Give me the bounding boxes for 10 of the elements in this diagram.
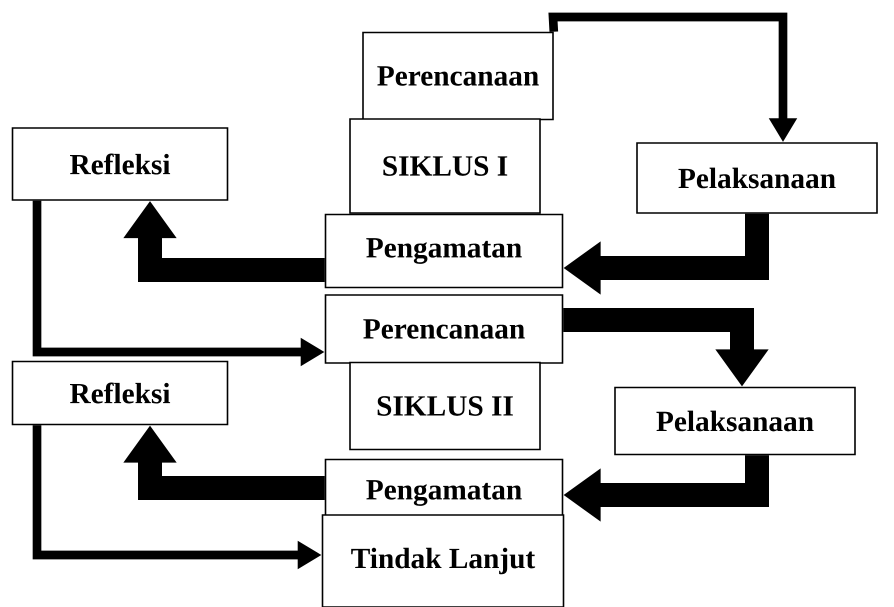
process-box: Perencanaan [324,294,564,364]
process-box: SIKLUS II [349,362,541,450]
process-box: Tindak Lanjut [322,514,564,607]
process-box: Refleksi [12,127,228,201]
process-box: Perencanaan [362,32,554,120]
process-box: SIKLUS I [349,118,541,214]
process-box: Pelaksanaan [614,386,856,456]
process-box: Pelaksanaan [636,142,878,214]
process-box: Pengamatan [324,214,564,288]
process-box: Refleksi [12,360,228,426]
